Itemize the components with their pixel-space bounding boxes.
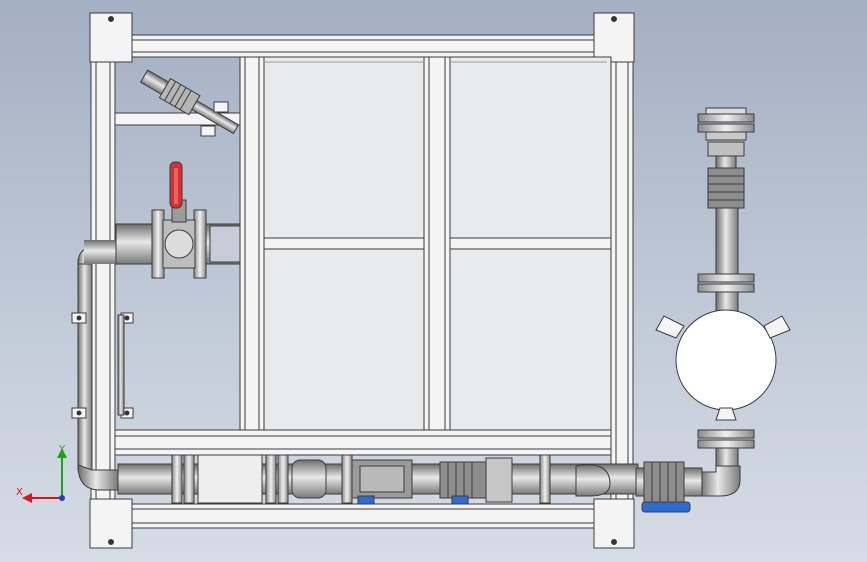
- blue-handle-icon: [357, 495, 375, 505]
- bottom-pipeline: [117, 454, 639, 505]
- right-pump-assembly: [635, 107, 791, 513]
- axis-triad: Y X: [16, 444, 67, 503]
- blue-handle-icon: [451, 495, 469, 505]
- left-bypass-pipe: [71, 240, 134, 491]
- frame-bottom-rail: [131, 503, 595, 529]
- frame-lower-crossbar: [114, 429, 612, 456]
- sensor-bracket: [213, 101, 229, 113]
- frame-left-column: [90, 61, 116, 500]
- tank-post-middle: [423, 56, 451, 431]
- ball-valve: [115, 161, 241, 279]
- tank: [239, 56, 612, 431]
- frame-top-rail: [131, 34, 595, 58]
- separator-sphere: [675, 309, 777, 411]
- axis-y-label: Y: [58, 444, 66, 455]
- tank-post-left: [239, 56, 265, 431]
- sensor-probe: [139, 69, 240, 137]
- tank-divider: [263, 237, 425, 250]
- frame-right-column: [610, 61, 634, 500]
- axis-x-label: X: [16, 487, 23, 498]
- frame: [89, 12, 635, 549]
- blue-handle-icon: [641, 501, 691, 513]
- sensor-bracket: [200, 125, 216, 137]
